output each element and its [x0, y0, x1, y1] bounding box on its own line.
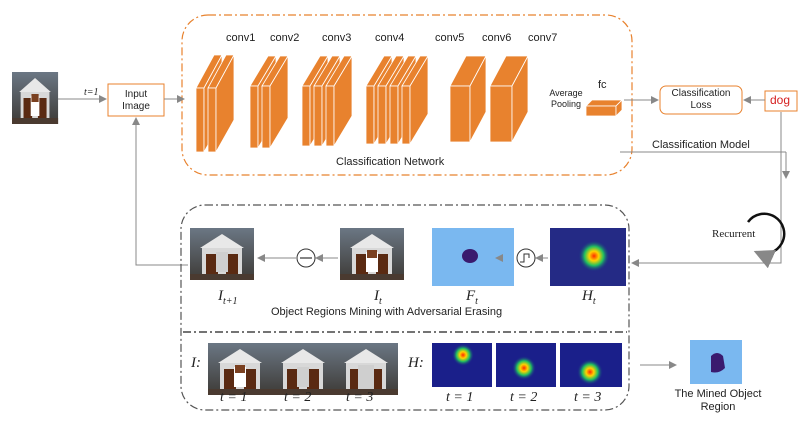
conv2-label: conv2: [270, 32, 300, 44]
H-row-label: H:: [408, 355, 424, 371]
top-arrows: [58, 95, 790, 267]
image-I-next: [190, 228, 254, 280]
H-step-1: [432, 343, 492, 387]
I-next-subscript: t+1: [223, 296, 238, 307]
I-step-3-label: t = 3: [346, 390, 374, 405]
classification-network-title: Classification Network: [336, 156, 445, 168]
I-step-2-label: t = 2: [284, 390, 312, 405]
I-next-symbol: I: [218, 288, 223, 304]
mining-frame: [180, 204, 630, 411]
label-H-t: Ht: [582, 288, 596, 307]
classification-loss-label: Classification Loss: [671, 88, 731, 111]
fc-label: fc: [598, 79, 607, 91]
conv5-block: [449, 55, 487, 143]
H-step-3-label: t = 3: [574, 390, 602, 405]
mined-object-region: [690, 340, 742, 384]
H-step-2-label: t = 2: [510, 390, 538, 405]
recurrent-arc-icon: [746, 212, 786, 269]
conv6-block: [489, 55, 529, 143]
F-t-symbol: F: [466, 288, 476, 304]
mining-arrows: [257, 254, 677, 369]
heatmap-H-t: [550, 228, 626, 286]
H-step-1-label: t = 1: [446, 390, 474, 405]
label-F-t: Ft: [466, 288, 478, 307]
I-step-3: [334, 343, 398, 395]
mask-F-t: [432, 228, 514, 286]
label-I-t: It: [374, 288, 382, 307]
average-pooling-label: Average Pooling: [549, 88, 583, 109]
conv-stack: [195, 54, 623, 154]
conv5-label: conv5: [435, 32, 465, 44]
fc-block: [585, 99, 623, 117]
mining-title: Object Regions Mining with Adversarial E…: [271, 306, 503, 318]
input-image-box: [107, 83, 165, 117]
I-step-1-label: t = 1: [220, 390, 248, 405]
conv1-label: conv1: [226, 32, 256, 44]
H-t-symbol: H: [582, 288, 593, 304]
recurrent-label: Recurrent: [712, 228, 756, 240]
I-row-label: I:: [191, 355, 201, 371]
label-I-next: It+1: [218, 288, 238, 307]
conv2-block-b: [261, 54, 289, 150]
H-step-3: [560, 343, 622, 387]
conv3-label: conv3: [322, 32, 352, 44]
I-t-symbol: I: [374, 288, 379, 304]
conv6-label: conv6: [482, 32, 512, 44]
conv4-label: conv4: [375, 32, 405, 44]
classification-model-label: Classification Model: [652, 139, 750, 151]
mined-region-label: The Mined Object Region: [674, 388, 762, 413]
t-eq-1-label: t=1: [84, 87, 99, 98]
conv1-block-b: [207, 54, 235, 154]
I-t-subscript: t: [379, 296, 382, 307]
input-image-label: Input Image: [122, 89, 150, 112]
threshold-operator-icon: [516, 248, 536, 268]
F-t-subscript: t: [475, 296, 478, 307]
conv7-label: conv7: [528, 32, 558, 44]
conv4-block-d: [401, 54, 429, 146]
H-step-2: [496, 343, 556, 387]
conv3-block-c: [325, 54, 353, 148]
input-photo: [12, 72, 59, 124]
class-label-dog: dog: [770, 93, 791, 107]
class-label-box: [764, 90, 798, 112]
I-step-2: [271, 343, 335, 395]
H-t-subscript: t: [592, 296, 596, 307]
classification-loss-box: [659, 85, 743, 115]
I-step-1: [208, 343, 272, 395]
image-I-t: [340, 228, 404, 280]
